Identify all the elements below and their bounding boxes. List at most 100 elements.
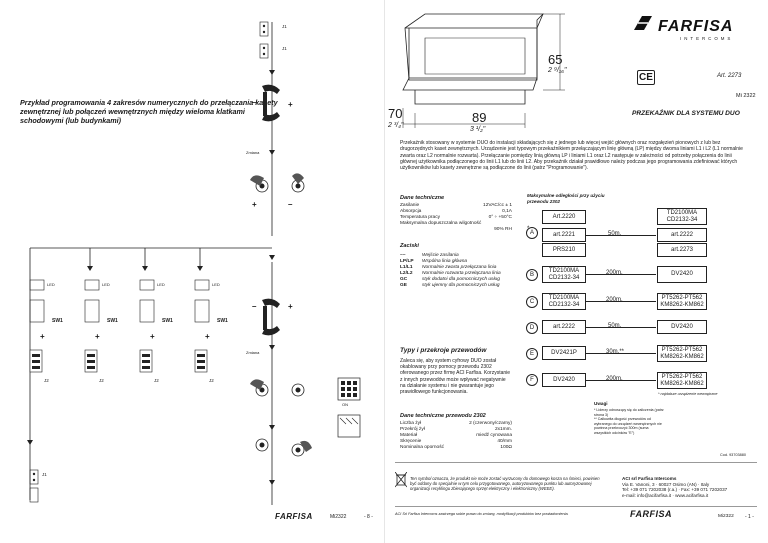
device-box: DV2420 [657,266,707,283]
dim-width-inch: 3 ¹/₂" [470,126,486,133]
company-block: ACI srl Farfisa Intercoms Via E. Vanoni,… [622,476,727,498]
row-letter-a: A [526,227,538,239]
arrow-icon [269,255,275,260]
connection-line [586,353,656,354]
j2-label: J2 [154,378,159,383]
plus-label: + [40,332,45,341]
j1-label: J1 [282,46,287,51]
device-box: TD2100MA CD2132-34 [542,266,586,283]
zmiana-label: Zmiana [246,350,260,355]
device-box: DV2421P [542,346,586,360]
relay-module-icon [84,279,100,373]
page-fold [384,0,385,543]
tech-title: Dane techniczne [400,195,445,201]
note-item: ** Całkowita długość przewodów od wybran… [594,417,662,435]
dim-depth: 70 [388,106,403,121]
dim-height: 65 [548,52,563,67]
terminal-row: ~~Wejście zasilania [400,253,459,258]
left-page-title: Przykład programowania 4 zakresów numery… [20,98,278,125]
footer-brand: FARFISA [630,509,673,519]
arrow-icon [269,425,275,430]
plus-label: + [252,200,257,209]
row-letter-e: E [526,348,538,360]
sw1-label: SW1 [217,318,228,324]
zmiana-label: Zmiana [246,150,260,155]
hand-button-icon [250,173,305,193]
hand-button-icon [255,438,312,457]
distance-label: 200m. [606,376,623,382]
sw1-label: SW1 [52,318,63,324]
programming-flow-diagram [27,21,361,505]
row-letter-f: F [526,374,538,386]
device-box: Art.2220 [542,210,586,224]
connection-line [586,301,656,302]
weee-notice: Ten symbol oznacza, że produkt nie może … [410,476,600,492]
j2-label: J2 [99,378,104,383]
minus-label: – [288,200,293,209]
page-number: - 8 - [364,514,373,520]
minus-label: – [252,302,257,311]
page-number: - 1 - [745,514,754,520]
plus-label: + [288,100,293,109]
device-box: TD2100MA CD2132-34 [542,293,586,310]
company-name: ACI srl Farfisa Intercoms [622,476,677,481]
footer-code: Mi2322 [330,514,347,520]
weee-bin-icon [395,472,407,488]
device-dimension-drawing [402,13,565,128]
distance-label: 200m. [606,297,623,303]
external-device-note: * najdalsze urządzenie wewnętrzne [658,392,718,396]
tech-row: 90% RH [494,227,512,233]
distance-label: 50m. [608,323,622,329]
plus-label: + [150,332,155,341]
j2-label: J2 [44,378,49,383]
dim-depth-inch: 2 ³/₄" [388,122,404,129]
distance-label: 30m.** [606,349,625,355]
sw1-label: SW1 [107,318,118,324]
rights-notice: ACI Srl Farfisa Intercoms zastrzega sobi… [395,512,569,516]
relay-module-icon [194,279,210,373]
row-letter-d: D [526,322,538,334]
cable-types-title: Typy i przekroje przewodów [400,347,487,354]
row-letter-c: C [526,296,538,308]
connection-line [586,380,656,381]
company-address: Via E. Vanoni, 3 · 60027 Osimo (AN) · It… [622,481,710,487]
device-box: PT5262-PT562 KM8262-KM862 [657,372,707,389]
device-box: art.2273 [657,243,707,257]
note-item: * Liderzy odnoszący się do zaliczenia (p… [594,408,664,417]
jumper-icon [259,21,269,37]
farfisa-logo-icon [634,16,652,30]
brand-sub: INTERCOMS [680,36,734,41]
divider [395,506,757,507]
tech-row: Maksymalna dopuszczalna wilgotność [400,221,482,227]
relay-module-icon [139,279,155,373]
j1-label: J1 [282,24,287,29]
device-box: art.2222 [542,320,586,334]
distances-title: Maksymalne odległości przy użyciu przewo… [527,193,605,204]
j1-label: J1 [42,472,47,477]
notes-list: * Liderzy odnoszący się do zaliczenia (p… [594,408,664,435]
footer-code: Mi2322 [718,514,734,519]
device-box: PT5262-PT562 KM8262-KM862 [657,293,707,310]
notes-title: Uwagi [594,401,608,406]
handset-icon [262,298,280,336]
intro-paragraph: Przekaźnik stosowany w systemie DUO do i… [400,140,743,172]
footer-brand: FARFISA [275,512,313,521]
manual-code: Mi 2322 [736,93,756,99]
dim-height-inch: 2 ⁹/₁₆" [548,67,567,74]
device-box: art.2222 [657,228,707,242]
distance-label: 200m. [606,270,623,276]
distance-label: 50m. [608,231,622,237]
plus-label: + [288,302,293,311]
